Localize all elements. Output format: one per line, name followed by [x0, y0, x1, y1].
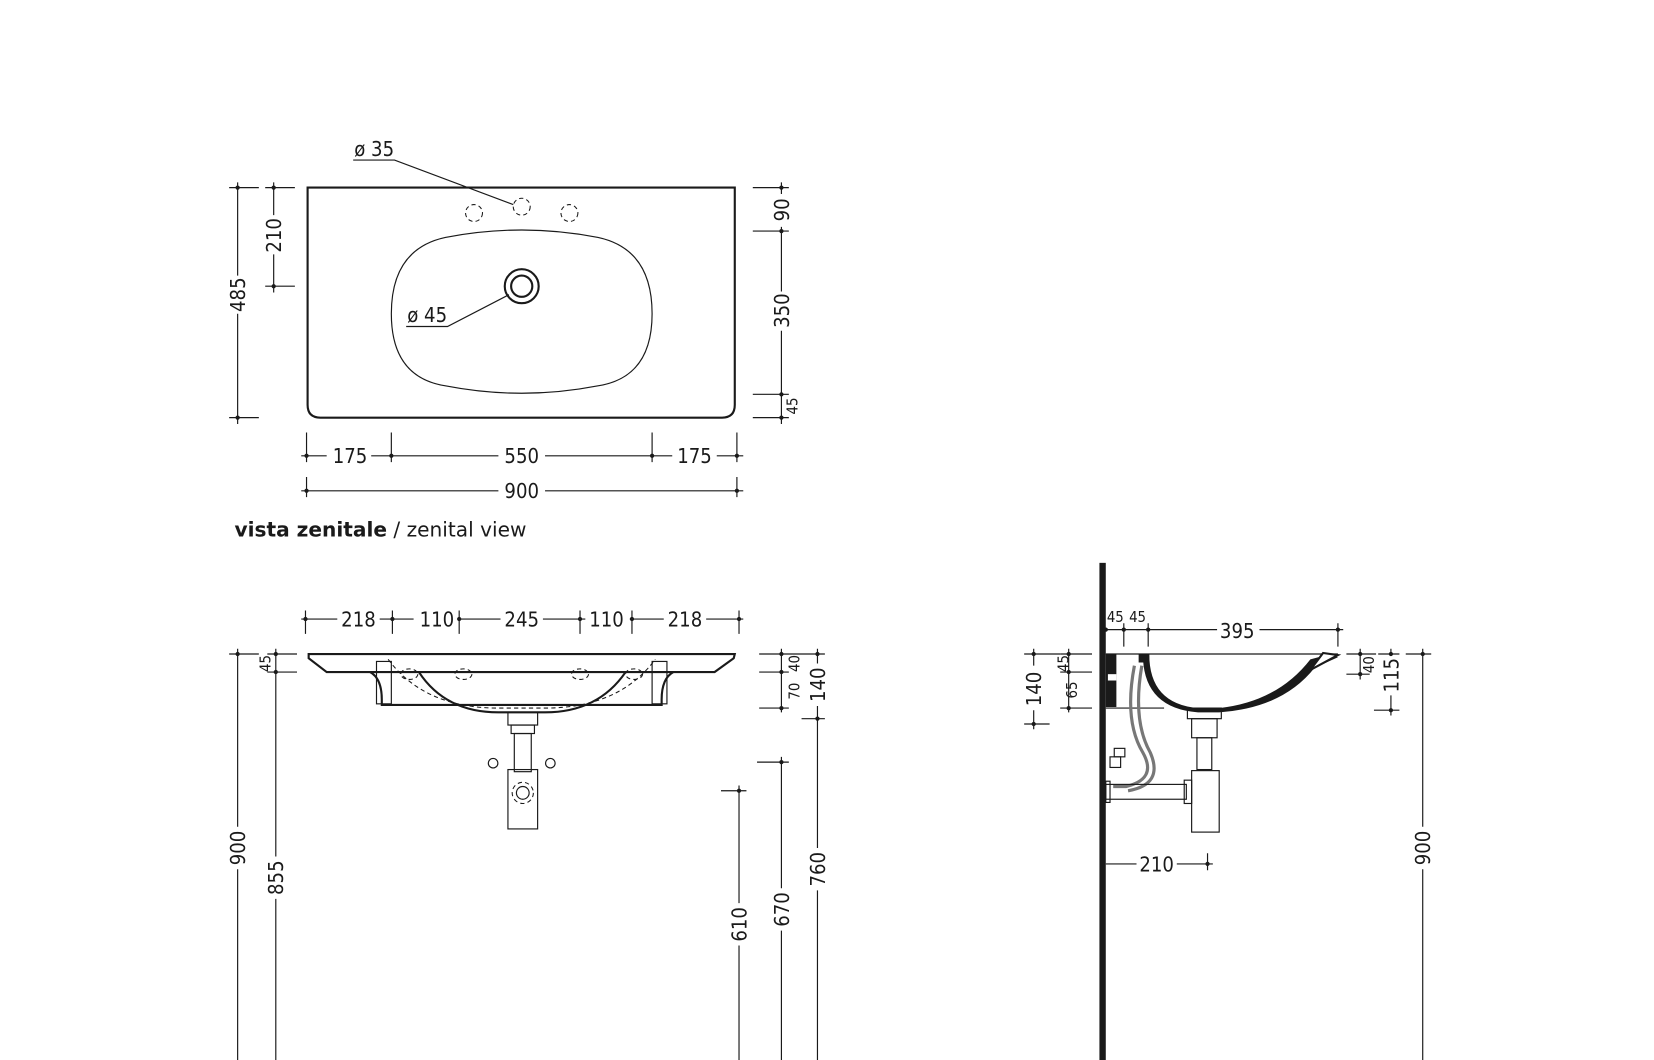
drain-icon [510, 274, 534, 298]
wall [1099, 562, 1106, 1060]
view-caption: vista zenitale / zenital view [234, 517, 526, 541]
dim-45-b: 45 [1129, 609, 1146, 626]
dim-140-front: 140 [806, 667, 830, 702]
dim-210-side: 210 [1139, 852, 1174, 876]
angle-valve [1109, 756, 1122, 769]
dim-218-left: 218 [341, 607, 376, 631]
dim-245: 245 [504, 607, 539, 631]
dim-110-left: 110 [420, 607, 455, 631]
front-view: 218 110 245 110 218 900 855 45 40 70 140 [226, 607, 830, 1060]
drain-outer [503, 268, 540, 305]
dim-45-side: 45 [1056, 655, 1073, 672]
dim-900-side: 900 [1411, 831, 1435, 866]
dim-110-right: 110 [589, 607, 624, 631]
tap-hole-right [560, 204, 579, 223]
dim-65: 65 [1064, 682, 1081, 699]
siphon-trap [507, 768, 539, 830]
basin-front [307, 652, 737, 674]
dim-350: 350 [770, 293, 794, 328]
dim-900-height: 900 [226, 831, 250, 866]
dim-900: 900 [504, 479, 539, 503]
dim-395: 395 [1220, 619, 1255, 643]
dim-45: 45 [784, 397, 801, 414]
dim-115: 115 [1379, 658, 1403, 693]
dim-40-front: 40 [786, 655, 803, 672]
dim-670: 670 [770, 892, 794, 927]
bowl-outline [390, 229, 653, 394]
siphon-trap-side [1191, 770, 1220, 833]
dim-70: 70 [786, 683, 803, 700]
basin-outline [306, 186, 736, 419]
dim-175-right: 175 [677, 444, 712, 468]
dim-45-a: 45 [1107, 609, 1124, 626]
dim-90: 90 [770, 198, 794, 221]
dim-140-side: 140 [1022, 672, 1046, 707]
dim-485: 485 [226, 277, 250, 312]
drain-pipe [507, 711, 539, 726]
supply-hose [1113, 665, 1150, 789]
dim-40-side: 40 [1361, 656, 1378, 673]
dim-218-right: 218 [668, 607, 703, 631]
dim-210: 210 [262, 218, 286, 253]
side-view: 45 45 395 140 45 65 40 115 [1022, 562, 1435, 1060]
dim-45-front: 45 [258, 655, 275, 672]
dim-760: 760 [806, 852, 830, 887]
top-view: ø 35 ø 45 485 210 90 350 45 175 550 175 … [226, 137, 801, 542]
tap-hole-label: ø 35 [354, 137, 394, 161]
tap-hole-left [465, 204, 484, 223]
dim-175-left: 175 [333, 444, 368, 468]
dim-550: 550 [504, 444, 539, 468]
drain-label: ø 45 [407, 303, 447, 327]
dim-610: 610 [727, 907, 751, 942]
dim-855: 855 [264, 860, 288, 895]
tap-hole-center [512, 197, 531, 216]
bowl-section [1142, 654, 1338, 713]
